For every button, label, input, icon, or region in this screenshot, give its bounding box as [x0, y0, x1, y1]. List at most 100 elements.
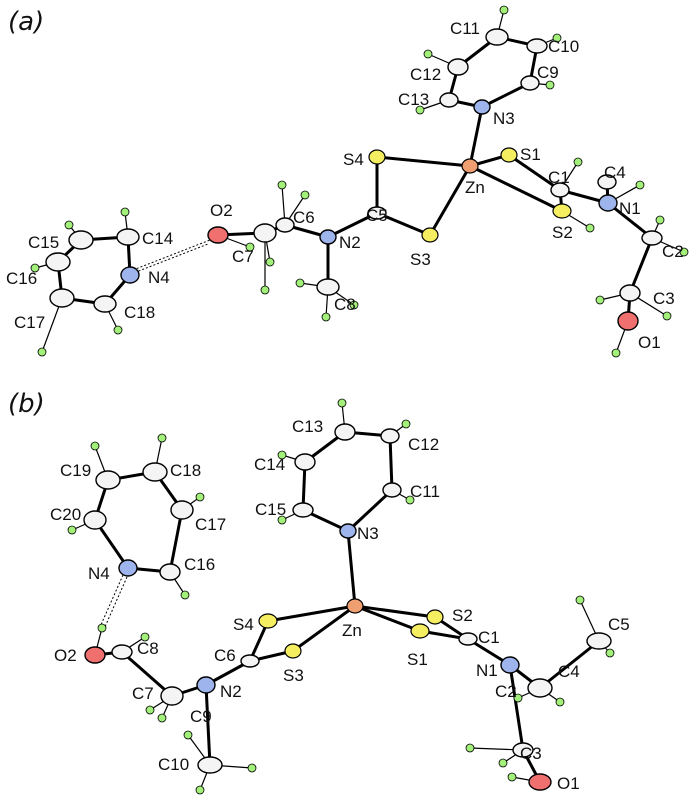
label-c14-a: C14 [142, 229, 173, 248]
atom-c17-a [49, 288, 75, 308]
label-c2-a: C2 [662, 242, 684, 261]
label-c5-b: C5 [608, 615, 630, 634]
label-c7-b: C7 [132, 684, 154, 703]
atom-c11-b [382, 482, 402, 498]
atom-c2-a [641, 230, 663, 246]
atom-c6-a [275, 217, 295, 233]
atom-s2-a [552, 203, 572, 219]
label-c9-a: C9 [537, 63, 559, 82]
atom-c5-a [367, 206, 387, 220]
label-c13-b: C13 [292, 417, 323, 436]
label-c15-b: C15 [255, 500, 286, 519]
atom-c6-b [240, 654, 260, 668]
atom-n4-b [118, 559, 138, 577]
label-c4-a: C4 [604, 163, 626, 182]
label-c3-a: C3 [653, 289, 675, 308]
label-c19-b: C19 [60, 461, 91, 480]
label-c10-b: C10 [158, 755, 189, 774]
panel-a: (a) [6, 5, 689, 358]
atom-n2-a [319, 229, 337, 245]
label-c12-b: C12 [408, 435, 439, 454]
label-n1-b: N1 [476, 661, 498, 680]
label-c14-b: C14 [254, 455, 285, 474]
label-s3-b: S3 [283, 666, 304, 685]
label-c13-a: C13 [398, 90, 429, 109]
label-c17-a: C17 [14, 313, 45, 332]
panel-a-bonds [34, 9, 685, 354]
atom-c9-a [520, 75, 540, 91]
atom-c5-b [586, 632, 612, 650]
label-n3-a: N3 [493, 109, 515, 128]
atom-zn-b [346, 598, 364, 614]
atom-c3-b [512, 742, 534, 758]
label-c1-b: C1 [478, 628, 500, 647]
label-o1-a: O1 [638, 333, 661, 352]
label-c16-b: C16 [184, 555, 215, 574]
atom-s2-b [426, 609, 444, 625]
atom-c20-b [83, 510, 107, 530]
atom-c17-b [170, 500, 194, 520]
panel-b-labels: C13 C14 C12 C19 C18 C11 C15 C20 C17 N3 N… [50, 417, 630, 793]
atom-c10-b [197, 756, 223, 774]
label-c7-a: C7 [232, 247, 254, 266]
atom-n1-a [598, 194, 618, 212]
atom-s3-a [421, 227, 439, 243]
atom-c15-a [68, 230, 94, 250]
label-n3-b: N3 [357, 524, 379, 543]
label-n2-b: N2 [220, 682, 242, 701]
atom-c11-a [485, 28, 509, 46]
panel-b-hydrogens [67, 398, 615, 795]
panel-a-hydrogens [30, 5, 689, 358]
atom-c13-a [439, 92, 459, 108]
label-zn-b: Zn [342, 621, 362, 640]
label-s1-b: S1 [407, 650, 428, 669]
atom-o1-a [617, 311, 639, 331]
label-c18-b: C18 [170, 461, 201, 480]
label-c11-b: C11 [410, 482, 440, 501]
label-c12-a: C12 [410, 65, 441, 84]
label-c18-a: C18 [124, 303, 155, 322]
panel-a-label: (a) [8, 7, 44, 37]
atom-c12-a [447, 58, 469, 76]
atom-n2-b [196, 676, 216, 694]
label-c8-a: C8 [334, 295, 356, 314]
atom-o2-b [84, 646, 106, 664]
label-s1-a: S1 [520, 145, 541, 164]
label-o2-a: O2 [210, 201, 233, 220]
label-c3-b: C3 [520, 744, 542, 763]
label-s2-a: S2 [552, 223, 573, 242]
atom-n4-a [120, 266, 140, 284]
label-n4-a: N4 [148, 268, 170, 287]
atom-c15-b [292, 502, 314, 518]
atom-c1-b [458, 632, 478, 646]
label-o2-b: O2 [54, 646, 77, 665]
label-c16-a: C16 [6, 269, 37, 288]
label-c17-b: C17 [195, 515, 226, 534]
atom-n1-b [500, 656, 520, 674]
atom-c1-a [550, 182, 570, 198]
atom-c12-b [380, 428, 400, 444]
atom-c16-b [159, 563, 181, 581]
label-s4-b: S4 [233, 615, 254, 634]
label-c6-a: C6 [293, 208, 315, 227]
atom-o2-a [207, 226, 229, 244]
atom-c14-a [116, 228, 140, 246]
atom-n3-a [473, 99, 491, 115]
atom-s1-b [410, 623, 430, 639]
panel-a-labels: C11 C10 C12 C9 C13 N3 S1 S4 C4 C1 C6 Zn … [6, 19, 684, 352]
atom-c19-b [95, 470, 121, 490]
atom-c14-b [294, 453, 316, 471]
label-zn-a: Zn [465, 178, 485, 197]
atom-c3-a [619, 284, 641, 302]
atom-c4-a [597, 174, 617, 190]
atom-c10-a [526, 38, 548, 54]
label-c20-b: C20 [50, 505, 81, 524]
label-c9-b: C9 [190, 707, 212, 726]
panel-b-atoms [83, 423, 612, 791]
atom-zn-a [461, 158, 479, 174]
atom-s4-b [258, 613, 278, 629]
label-n4-b: N4 [88, 564, 110, 583]
atom-c8-a [316, 278, 340, 296]
label-c1-a: C1 [548, 168, 570, 187]
